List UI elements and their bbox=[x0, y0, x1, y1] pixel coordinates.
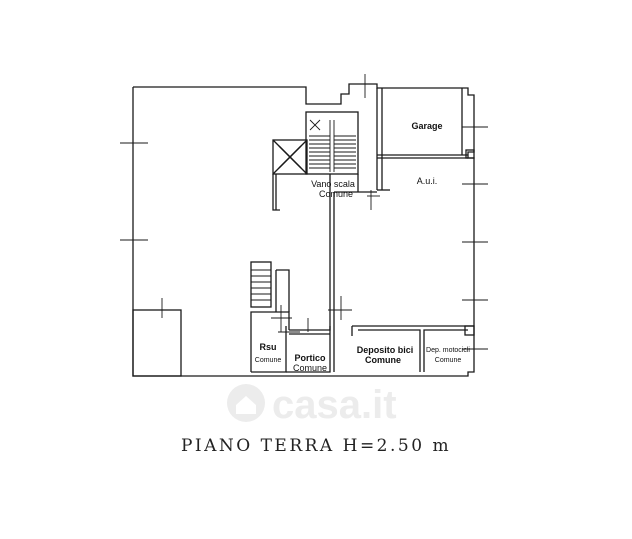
portico-label: Portico bbox=[294, 353, 326, 363]
vano-scala-label: Vano scala bbox=[311, 179, 355, 189]
moto-label: Dep. motocicli bbox=[426, 347, 470, 354]
rsu-label: Rsu bbox=[259, 342, 276, 352]
deposito-sub-label: Comune bbox=[365, 355, 401, 365]
watermark: casa.it bbox=[227, 383, 397, 427]
plan-caption: PIANO TERRA H=2.50 m bbox=[180, 436, 452, 456]
rsu-sub-label: Comune bbox=[255, 357, 282, 364]
grid-marks bbox=[120, 74, 488, 350]
moto-sub-label: Comune bbox=[435, 357, 462, 364]
deposito-label: Deposito bici bbox=[357, 345, 414, 355]
walls bbox=[132, 83, 475, 377]
room-labels: Garage A.u.i. Vano scala Comune Rsu Comu… bbox=[255, 121, 471, 373]
watermark-text: casa.it bbox=[272, 383, 397, 427]
vano-scala-sub-label: Comune bbox=[319, 189, 353, 199]
portico-sub-label: Comune bbox=[293, 363, 327, 373]
aui-label: A.u.i. bbox=[417, 176, 438, 186]
garage-label: Garage bbox=[411, 121, 442, 131]
